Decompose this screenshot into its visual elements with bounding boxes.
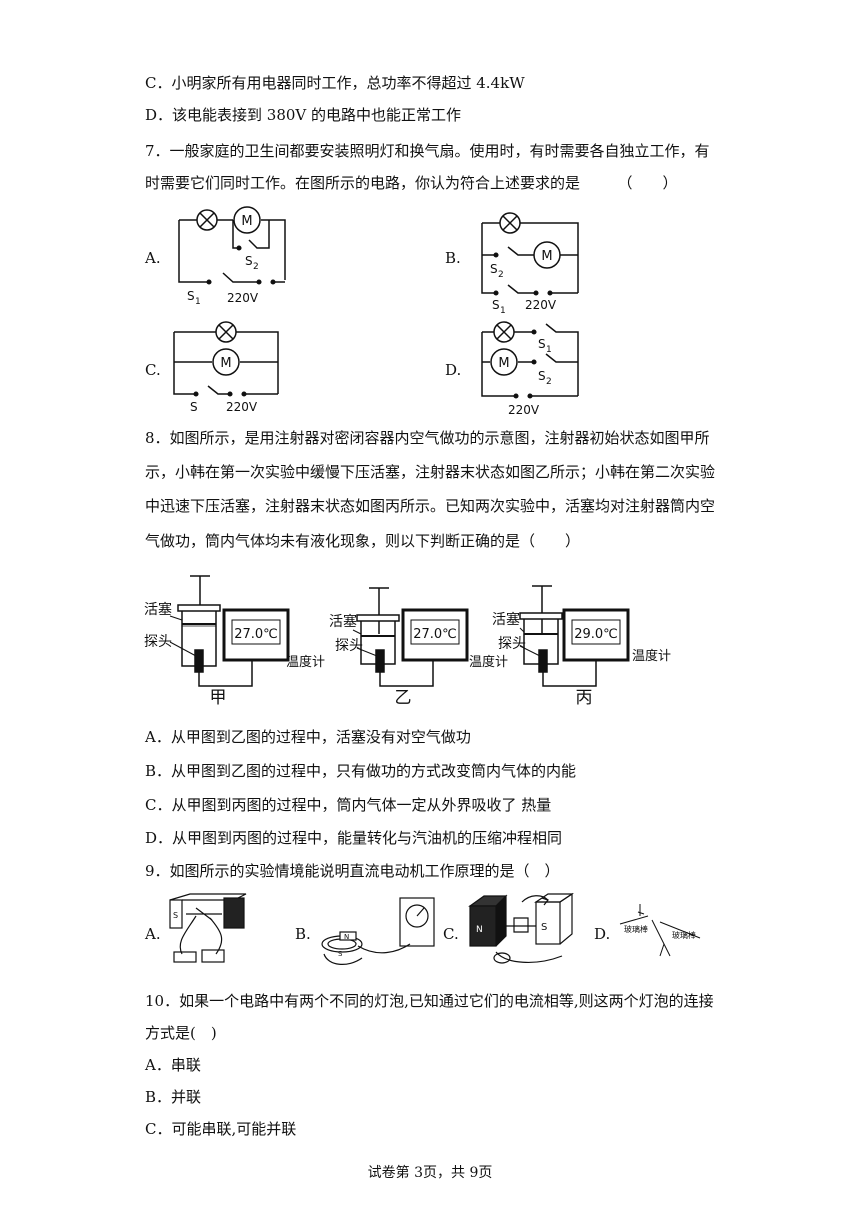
svg-text:活塞: 活塞 [329, 613, 357, 630]
svg-text:S: S [187, 289, 195, 303]
svg-text:S: S [538, 337, 546, 351]
q9-figure-b-galvanometer: N S [321, 897, 435, 965]
svg-text:S: S [541, 922, 547, 933]
question-8-line-4: 气做功，筒内气体均未有液化现象，则以下判断正确的是（ ） [145, 532, 581, 550]
q10-option-c: C．可能串联,可能并联 [145, 1120, 297, 1138]
lamp-icon [499, 212, 521, 234]
svg-text:M: M [241, 214, 252, 229]
question-8-line-2: 示，小韩在第一次实验中缓慢下压活塞，注射器末状态如图乙所示；小韩在第二次实验 [145, 463, 716, 481]
motor-icon [233, 206, 261, 234]
q9-figure-a-magnet-coil: S [169, 893, 247, 963]
q9-option-d-label: D. [594, 925, 611, 943]
lamp-icon [215, 321, 237, 343]
lamp-icon [493, 321, 515, 343]
svg-text:S: S [538, 369, 546, 383]
svg-text:甲: 甲 [210, 688, 227, 708]
q7-option-b-label: B. [445, 249, 461, 267]
option-6c: C．小明家所有用电器同时工作，总功率不得超过 4.4kW [145, 74, 525, 92]
svg-text:29.0℃: 29.0℃ [574, 627, 618, 642]
q9-figure-c-motor: N S [468, 892, 574, 964]
question-10-line-1: 10．如果一个电路中有两个不同的灯泡,已知通过它们的电流相等,则这两个灯泡的连接 [145, 992, 714, 1010]
question-8-line-1: 8．如图所示，是用注射器对密闭容器内空气做功的示意图，注射器初始状态如图甲所 [145, 429, 710, 447]
svg-text:1: 1 [500, 306, 506, 316]
circuit-diagram-c: M S 220V [173, 321, 279, 414]
q8-option-b: B．从甲图到乙图的过程中，只有做功的方式改变筒内气体的内能 [145, 762, 577, 780]
q8-option-c: C．从甲图到丙图的过程中，筒内气体一定从外界吸收了 热量 [145, 796, 552, 814]
svg-text:温度计: 温度计 [469, 654, 508, 670]
svg-text:丙: 丙 [576, 688, 593, 708]
svg-text:220V: 220V [508, 403, 540, 417]
svg-text:S: S [338, 950, 343, 958]
svg-text:27.0℃: 27.0℃ [234, 627, 278, 642]
q7-option-a-label: A. [145, 249, 161, 267]
question-9: 9．如图所示的实验情境能说明直流电动机工作原理的是（ ） [145, 862, 560, 880]
svg-text:220V: 220V [525, 298, 557, 312]
svg-text:探头: 探头 [144, 634, 172, 650]
question-7-line-1: 7．一般家庭的卫生间都要安装照明灯和换气扇。使用时，有时需要各自独立工作，有 [145, 142, 710, 160]
svg-text:S: S [490, 262, 498, 276]
syringe-figure-yi: 活塞 探头 27.0℃ 温度计 乙 [329, 587, 508, 708]
svg-text:活塞: 活塞 [144, 601, 172, 618]
svg-text:M: M [220, 356, 231, 371]
motor-icon [212, 348, 240, 376]
svg-text:活塞: 活塞 [492, 611, 520, 628]
svg-text:M: M [498, 356, 509, 371]
svg-text:M: M [541, 249, 552, 264]
svg-text:2: 2 [546, 377, 552, 387]
q10-option-b: B．并联 [145, 1088, 202, 1106]
option-6d: D．该电能表接到 380V 的电路中也能正常工作 [145, 106, 462, 124]
q7-option-d-label: D. [445, 361, 462, 379]
question-8-line-3: 中迅速下压活塞，注射器末状态如图丙所示。已知两次实验中，活塞均对注射器筒内空 [145, 497, 716, 515]
svg-text:探头: 探头 [498, 636, 526, 652]
svg-text:1: 1 [195, 297, 201, 307]
svg-text:S: S [245, 254, 253, 268]
q8-option-a: A．从甲图到乙图的过程中，活塞没有对空气做功 [145, 728, 471, 746]
svg-text:220V: 220V [227, 291, 259, 305]
svg-text:S: S [190, 400, 198, 414]
svg-text:1: 1 [546, 345, 552, 355]
q9-option-c-label: C. [443, 925, 459, 943]
svg-text:玻璃棒: 玻璃棒 [624, 924, 648, 934]
svg-text:N: N [344, 933, 349, 941]
page-footer: 试卷第 3页，共 9页 [367, 1165, 493, 1181]
svg-text:温度计: 温度计 [632, 648, 671, 664]
motor-icon [533, 241, 561, 269]
q9-figure-d-glass-rods: 玻璃棒 玻璃棒 [619, 904, 701, 957]
svg-text:220V: 220V [226, 400, 258, 414]
question-10-line-2: 方式是( ) [145, 1024, 217, 1042]
svg-text:N: N [476, 925, 483, 935]
syringe-figure-jia: 活塞 探头 27.0℃ 温度计 甲 [144, 575, 325, 708]
circuit-diagram-a: M S 2 S 1 220V [178, 206, 286, 307]
svg-text:27.0℃: 27.0℃ [413, 627, 457, 642]
svg-text:玻璃棒: 玻璃棒 [672, 930, 696, 940]
svg-text:S: S [492, 298, 500, 312]
q9-option-a-label: A. [145, 925, 161, 943]
q10-option-a: A．串联 [145, 1056, 201, 1074]
svg-text:温度计: 温度计 [286, 654, 325, 670]
svg-text:2: 2 [498, 270, 504, 280]
question-7-line-2: 时需要它们同时工作。在图所示的电路，你认为符合上述要求的是 （ ） [145, 174, 678, 192]
syringe-figure-bing: 活塞 探头 29.0℃ 温度计 丙 [492, 585, 671, 708]
svg-text:S: S [173, 911, 178, 920]
motor-icon [490, 348, 518, 376]
svg-text:探头: 探头 [335, 638, 363, 654]
svg-text:2: 2 [253, 262, 259, 272]
q8-option-d: D．从甲图到丙图的过程中，能量转化与汽油机的压缩冲程相同 [145, 829, 563, 847]
circuit-diagram-b: M S 2 S 1 220V [481, 212, 579, 316]
q9-option-b-label: B. [295, 925, 311, 943]
circuit-diagram-d: M S 1 S 2 220V [481, 321, 579, 417]
svg-text:乙: 乙 [395, 688, 412, 708]
lamp-icon [196, 209, 218, 231]
q7-option-c-label: C. [145, 361, 161, 379]
